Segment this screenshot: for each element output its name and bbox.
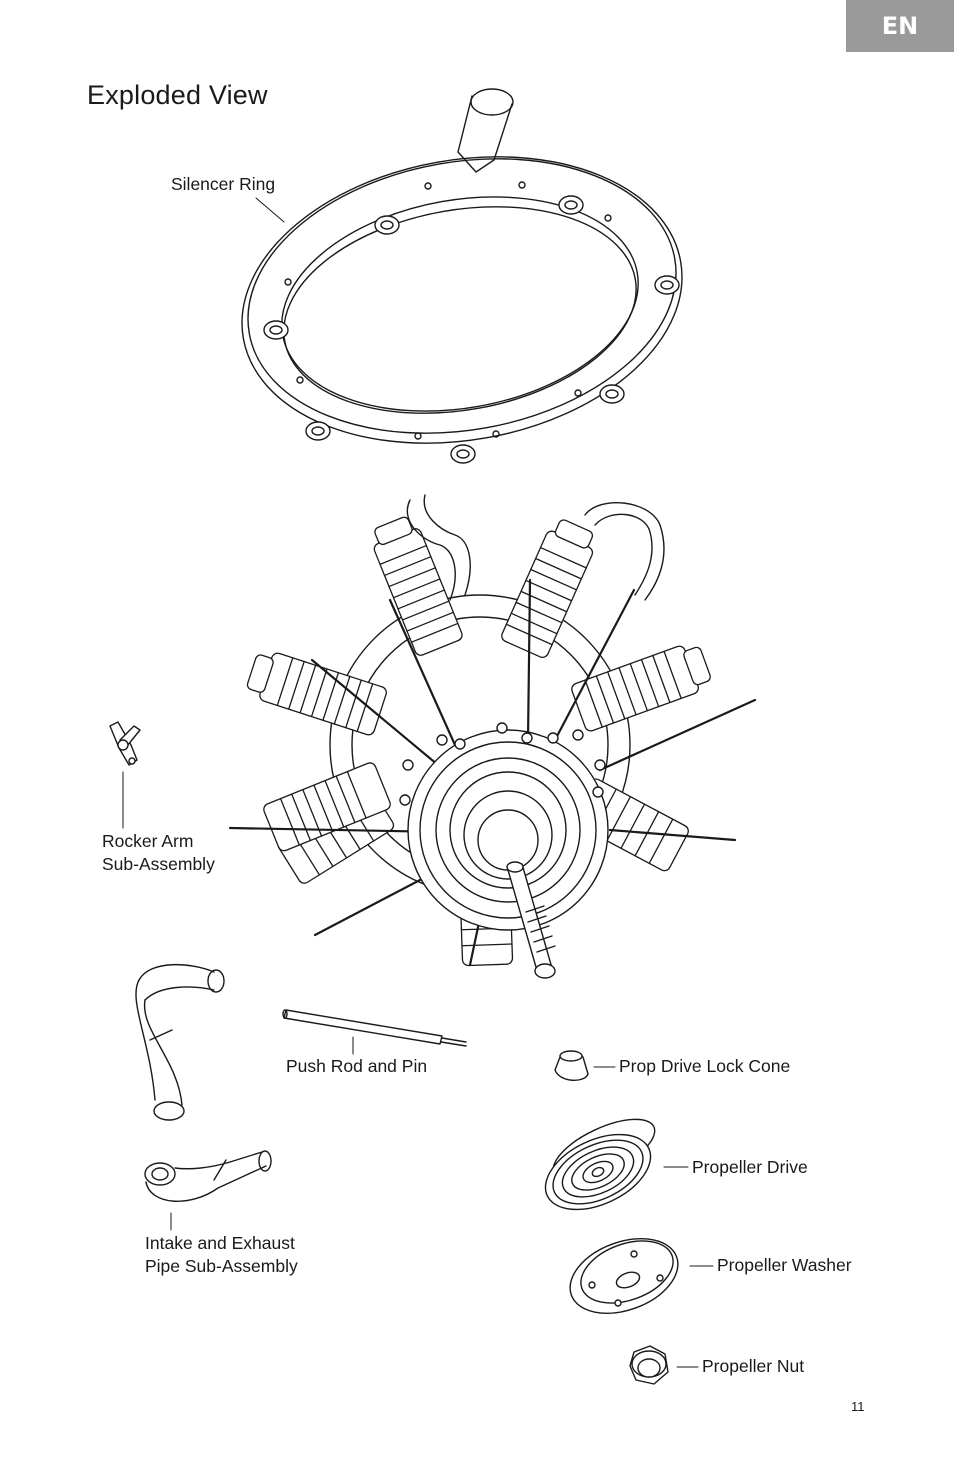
leader-silencer-ring [255, 197, 285, 223]
label-intake-exhaust: Intake and Exhaust Pipe Sub-Assembly [145, 1232, 298, 1278]
radial-engine-drawing [228, 494, 757, 979]
label-rocker-arm: Rocker Arm Sub-Assembly [102, 830, 215, 876]
leader-lines [122, 197, 714, 1368]
label-intake-line2: Pipe Sub-Assembly [145, 1256, 298, 1276]
label-rocker-arm-line2: Sub-Assembly [102, 854, 215, 874]
propeller-washer-drawing [569, 1238, 679, 1314]
intake-pipe-drawing [144, 1150, 272, 1202]
silencer-ring-drawing [241, 88, 683, 464]
label-silencer-ring: Silencer Ring [171, 174, 276, 194]
push-rod-drawing [282, 1009, 467, 1047]
label-propeller-drive: Propeller Drive [692, 1157, 808, 1177]
elbow-pipe-drawing [135, 964, 225, 1121]
propeller-drive-drawing [544, 1118, 656, 1211]
page-title: Exploded View [87, 80, 268, 110]
propeller-nut-drawing [629, 1345, 669, 1385]
lock-cone-drawing [554, 1050, 589, 1081]
rocker-arm-drawing [109, 721, 141, 766]
label-rocker-arm-line1: Rocker Arm [102, 831, 194, 851]
page-number: 11 [851, 1399, 865, 1414]
language-tab: EN [846, 0, 954, 52]
label-prop-drive-lock-cone: Prop Drive Lock Cone [619, 1056, 791, 1076]
label-intake-line1: Intake and Exhaust [145, 1233, 295, 1253]
label-propeller-nut: Propeller Nut [702, 1356, 805, 1376]
label-push-rod: Push Rod and Pin [286, 1056, 428, 1076]
label-propeller-washer: Propeller Washer [717, 1255, 852, 1275]
